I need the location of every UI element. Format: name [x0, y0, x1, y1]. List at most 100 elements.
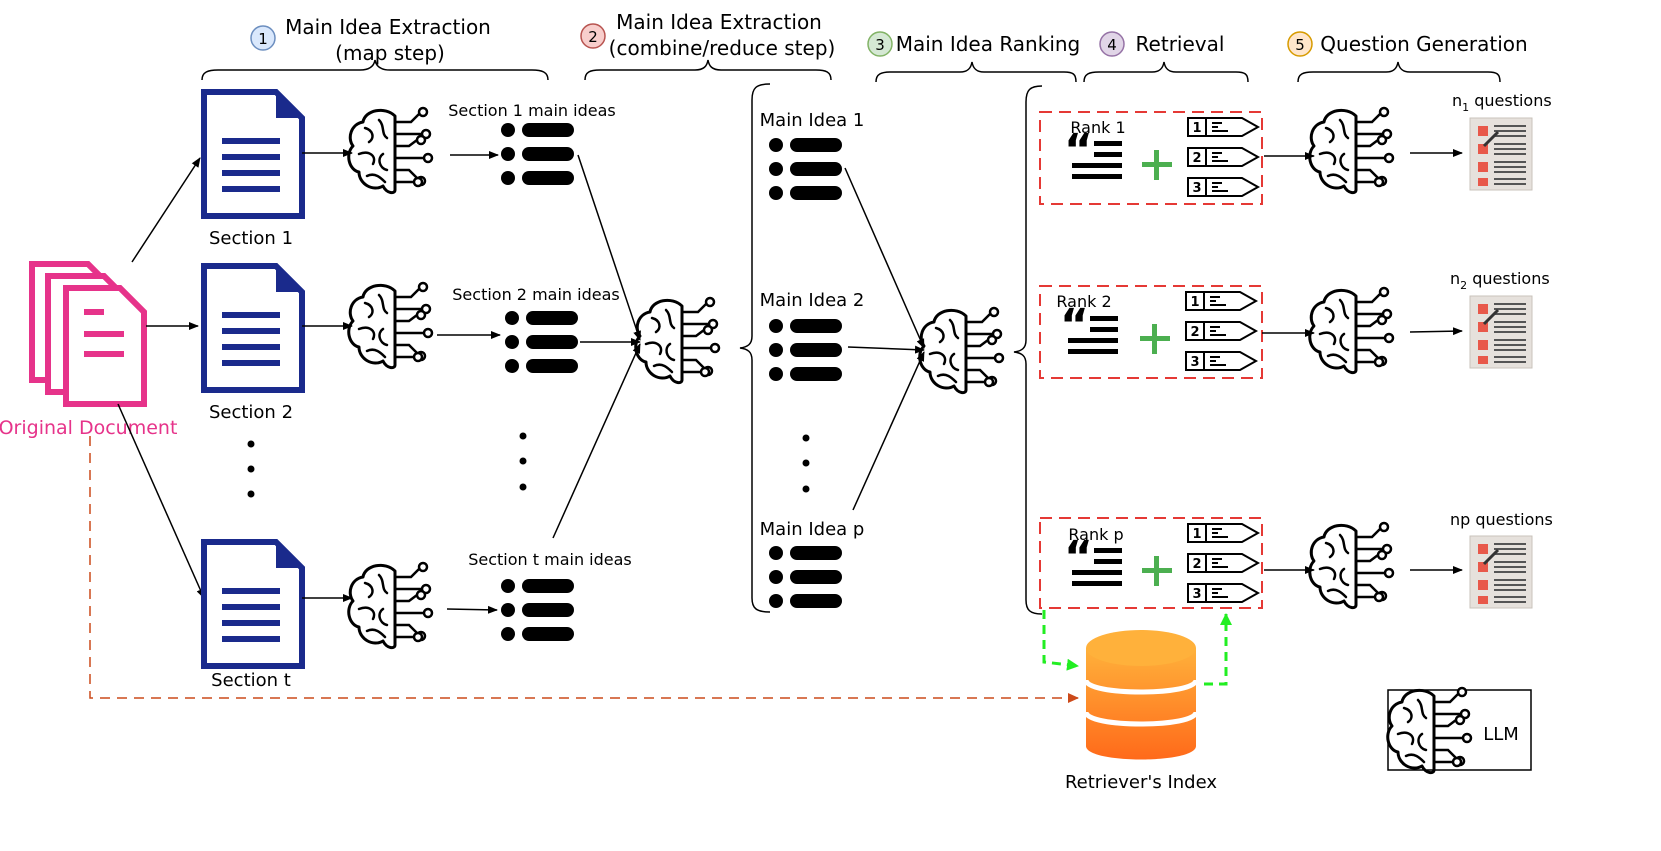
- original-document: Original Document: [0, 261, 177, 439]
- step-number: 3: [875, 36, 885, 54]
- legend-label: LLM: [1483, 724, 1519, 745]
- rank-p-box: Rank p 1 2 3: [1039, 517, 1263, 609]
- step-3-header: 3 Main Idea Ranking: [867, 31, 1081, 83]
- section-main-ideas-label: Section t main ideas: [468, 550, 632, 569]
- brain-circuit-icon: [1308, 286, 1395, 375]
- step-brace: [201, 59, 549, 81]
- checklist-icon: [1468, 294, 1534, 370]
- checklist-icon: [1468, 116, 1534, 192]
- plus-icon: [1142, 150, 1172, 180]
- brain-circuit-icon: [1308, 521, 1395, 610]
- step-number-badge: [867, 31, 893, 57]
- dashed-arrow-to-index: [89, 436, 1079, 703]
- arrow: [844, 167, 925, 349]
- step-2-header: 2 Main Idea Extraction (combine/reduce s…: [580, 10, 836, 81]
- arrow: [852, 351, 925, 511]
- output-label: np questions: [1450, 510, 1553, 529]
- plus-icon: [1140, 324, 1170, 354]
- chunk-number: 3: [1190, 355, 1199, 370]
- bullet-list-icon: [505, 311, 578, 373]
- dashed-box: [1039, 517, 1263, 609]
- chunk-number: 2: [1192, 151, 1201, 166]
- ellipsis-sections: [247, 440, 255, 498]
- brace: [739, 83, 771, 613]
- step-subtitle: (map step): [335, 41, 445, 65]
- section-label: Section t: [211, 670, 291, 691]
- brain-circuit-icon: [634, 296, 721, 385]
- chunk-number: 2: [1190, 325, 1199, 340]
- main-idea-label: Main Idea p: [760, 519, 865, 540]
- step-subtitle: (combine/reduce step): [609, 36, 836, 60]
- database-icon: [1083, 630, 1199, 760]
- original-document-label: Original Document: [0, 417, 177, 439]
- document-icon: [204, 266, 302, 390]
- brain-circuit-icon: [347, 281, 434, 370]
- brain-circuit-icon: [1308, 106, 1395, 195]
- step-number: 4: [1107, 36, 1117, 54]
- bullet-list-icon: [501, 579, 574, 641]
- section-main-ideas-label: Section 2 main ideas: [452, 285, 619, 304]
- step-number: 5: [1295, 36, 1305, 54]
- rank-2-box: Rank 2 1 2 3: [1039, 285, 1263, 379]
- main-idea-label: Main Idea 2: [760, 290, 865, 311]
- step-number: 1: [258, 30, 268, 48]
- step-title: Question Generation: [1320, 32, 1527, 56]
- ellipsis-main-ideas: [519, 432, 527, 491]
- step-5-header: 5 Question Generation: [1287, 31, 1528, 83]
- rank-1-box: Rank 1 1 2 3: [1039, 111, 1263, 205]
- arrow: [577, 154, 641, 341]
- section-main-ideas-label: Section 1 main ideas: [448, 101, 615, 120]
- step-number-badge: [1287, 31, 1313, 57]
- chunk-number: 2: [1192, 557, 1201, 572]
- document-icon: [204, 92, 302, 216]
- bullet-list-icon: [501, 123, 574, 185]
- plus-icon: [1142, 556, 1172, 586]
- retriever-index-label: Retriever's Index: [1065, 772, 1217, 793]
- step-4-header: 4 Retrieval: [1083, 31, 1249, 83]
- arrow: [1409, 327, 1463, 336]
- arrow: [131, 157, 201, 263]
- section-2: Section 2: [204, 266, 302, 423]
- chunk-number: 1: [1192, 527, 1201, 542]
- bullet-list-icon: [769, 319, 842, 381]
- output-p: np questions: [1450, 510, 1553, 610]
- step-1-header: 1 Main Idea Extraction (map step): [201, 15, 549, 81]
- chunk-number: 3: [1192, 181, 1201, 196]
- output-label: n2 questions: [1450, 269, 1550, 292]
- dashed-box: [1039, 111, 1263, 205]
- arrow: [446, 605, 498, 614]
- section-label: Section 2: [209, 402, 293, 423]
- output-1: n1 questions: [1452, 91, 1552, 192]
- arrow: [847, 345, 925, 354]
- output-label: n1 questions: [1452, 91, 1552, 114]
- step-number-badge: [580, 23, 606, 49]
- index-to-results-arrow: [1204, 613, 1232, 686]
- step-title: Main Idea Extraction: [285, 15, 491, 39]
- chunk-number: 1: [1190, 295, 1199, 310]
- chunk-number: 1: [1192, 121, 1201, 136]
- step-number-badge: [1099, 31, 1125, 57]
- brain-circuit-icon: [918, 306, 1005, 395]
- arrow: [117, 403, 205, 599]
- step-brace: [1297, 61, 1501, 83]
- bullet-list-icon: [769, 546, 842, 608]
- bullet-list-icon: [769, 138, 842, 200]
- arrow: [552, 343, 641, 539]
- query-to-index-arrow: [1042, 610, 1079, 671]
- step-brace: [1083, 61, 1249, 83]
- brain-circuit-icon: [347, 106, 434, 195]
- document-icon: [204, 542, 302, 666]
- output-2: n2 questions: [1450, 269, 1550, 370]
- checklist-icon: [1468, 534, 1534, 610]
- step-title: Main Idea Ranking: [896, 32, 1081, 56]
- step-number: 2: [588, 28, 598, 46]
- section-label: Section 1: [209, 228, 293, 249]
- step-title: Main Idea Extraction: [616, 10, 822, 34]
- chunk-number: 3: [1192, 587, 1201, 602]
- legend: LLM: [1386, 686, 1532, 775]
- section-t: Section t: [204, 542, 302, 691]
- main-idea-label: Main Idea 1: [760, 110, 865, 131]
- ellipsis-main-ideas-list: [802, 434, 810, 493]
- dashed-box: [1039, 285, 1263, 379]
